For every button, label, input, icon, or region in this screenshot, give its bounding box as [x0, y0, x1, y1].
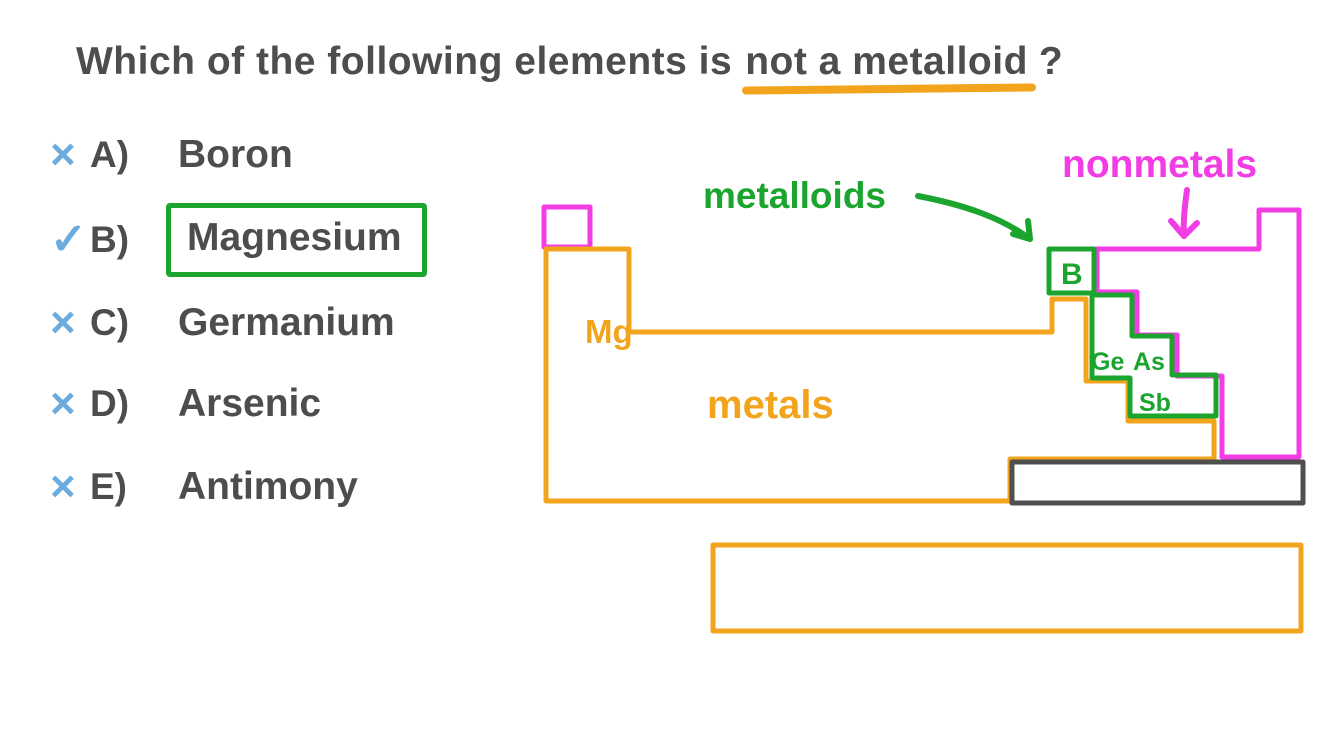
bottom-right-block [1009, 459, 1306, 506]
hydrogen-cell [541, 204, 593, 250]
option-e-label: Antimony [178, 465, 358, 508]
option-a: × A) Boron [50, 133, 293, 177]
arsenic-symbol: As [1133, 348, 1165, 376]
metalloids-label: metalloids [703, 175, 886, 216]
germanium-symbol: Ge [1091, 348, 1124, 376]
check-icon: ✓ [50, 215, 87, 264]
antimony-symbol: Sb [1139, 389, 1171, 417]
question-highlight-underlined: not a metalloid [745, 40, 1028, 83]
option-d-letter: D) [90, 383, 130, 424]
cross-icon: × [50, 462, 76, 511]
option-c: × C) Germanium [50, 301, 395, 345]
nonmetals-region-outline [1094, 207, 1302, 460]
question-mark: ? [1038, 40, 1064, 83]
cross-icon: × [50, 130, 76, 179]
nonmetals-arrow-icon [1180, 187, 1190, 239]
metalloids-arrowhead-icon [1010, 218, 1033, 242]
option-b: ✓ B) Magnesium [50, 203, 427, 277]
option-d: × D) Arsenic [50, 382, 321, 426]
option-e: × E) Antimony [50, 465, 358, 509]
boron-symbol: B [1061, 258, 1083, 291]
option-d-label: Arsenic [178, 382, 322, 425]
magnesium-symbol: Mg [585, 313, 633, 350]
metalloids-region-outline [1089, 292, 1219, 419]
nonmetals-label: nonmetals [1062, 143, 1257, 186]
option-a-label: Boron [178, 133, 293, 176]
cross-icon: × [50, 379, 76, 428]
correct-answer-box: Magnesium [166, 203, 427, 277]
option-c-letter: C) [90, 302, 130, 343]
option-c-label: Germanium [178, 301, 395, 344]
nonmetals-arrowhead-icon [1168, 218, 1200, 239]
option-a-letter: A) [90, 134, 130, 175]
option-b-letter: B) [90, 219, 130, 260]
option-e-letter: E) [90, 466, 127, 507]
option-b-label: Magnesium [187, 216, 402, 259]
metals-label: metals [707, 383, 834, 427]
metalloids-arrow-icon [915, 193, 1033, 242]
f-block-rectangle [710, 542, 1304, 634]
boron-cell [1046, 246, 1097, 296]
cross-icon: × [50, 298, 76, 347]
question-text: Which of the following elements is not a … [76, 40, 1063, 84]
question-part1: Which of the following elements is [76, 40, 733, 83]
